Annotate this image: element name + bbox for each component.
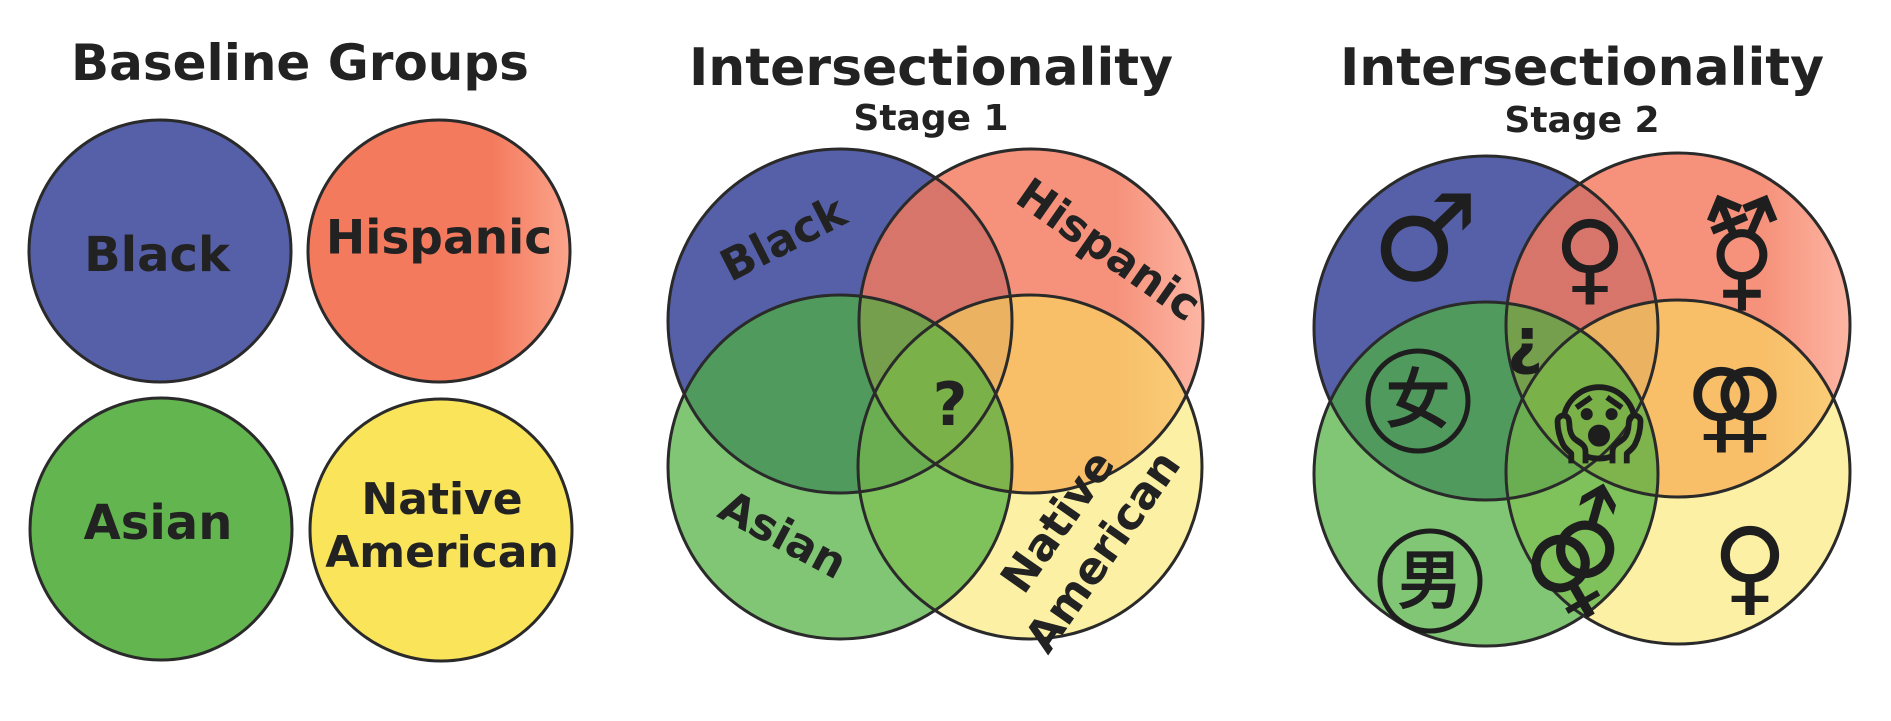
baseline-native-circle: Native American — [308, 397, 574, 663]
transgender-symbol-icon: ⚧ — [1696, 190, 1788, 318]
stage2-asian-circle — [1314, 302, 1658, 646]
stage1-venn — [666, 147, 1205, 641]
stage2-venn — [1312, 151, 1852, 648]
baseline-native-label-line2: American — [325, 527, 559, 578]
baseline-black-label: Black — [84, 227, 231, 283]
stage2-title: Intersectionality — [1340, 38, 1824, 98]
stage2-panel: Intersectionality Stage 2 ♂ ♀ ⚧ ¿ 女 😱 ⚢ … — [1312, 38, 1852, 648]
inverted-question-icon: ¿ — [1507, 304, 1543, 377]
stage1-panel: Intersectionality Stage 1 Black Hispanic… — [666, 38, 1210, 662]
stage1-center-question: ? — [933, 370, 968, 440]
stage2-subtitle: Stage 2 — [1504, 100, 1659, 141]
kanji-woman-ring — [1365, 348, 1471, 454]
female-symbol-icon: ♀ — [1553, 199, 1626, 316]
baseline-black-circle: Black — [27, 118, 293, 384]
kanji-woman-icon: 女 — [1386, 364, 1450, 438]
stage1-title: Intersectionality — [689, 38, 1173, 98]
baseline-asian-circle: Asian — [28, 396, 294, 662]
baseline-native-label-line1: Native — [361, 474, 522, 525]
double-female-symbol-icon: ⚢ — [1685, 347, 1785, 464]
kanji-man-ring — [1377, 528, 1483, 634]
baseline-hispanic-label: Hispanic — [326, 211, 552, 266]
stage1-subtitle: Stage 1 — [853, 98, 1008, 139]
female-bottom-symbol-icon: ♀ — [1712, 505, 1788, 627]
baseline-hispanic-circle: Hispanic — [306, 118, 572, 384]
baseline-panel: Baseline Groups Black Hispanic Asian Nat… — [27, 34, 574, 663]
screaming-face-icon: 😱 — [1553, 373, 1645, 476]
baseline-title: Baseline Groups — [71, 34, 529, 92]
male-symbol-icon: ♂ — [1371, 170, 1479, 309]
baseline-asian-label: Asian — [84, 495, 233, 551]
kanji-man-icon: 男 — [1398, 545, 1462, 619]
stage1-asian-circle — [668, 295, 1012, 639]
